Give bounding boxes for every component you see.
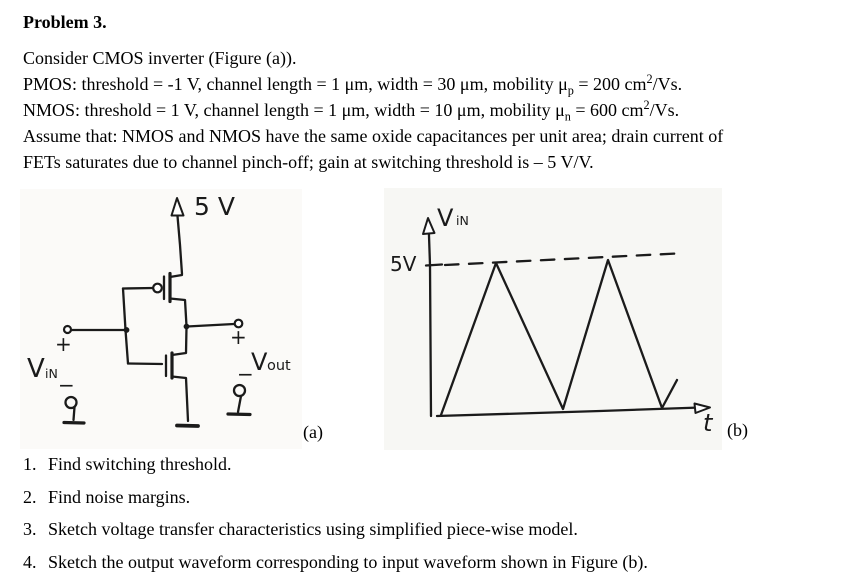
output-wire: [185, 322, 236, 328]
task-item-2: 2. Find noise margins.: [23, 487, 648, 508]
vin-ground-tail: [72, 405, 76, 422]
vout-minus-sign: −: [237, 362, 254, 386]
vout-label: V: [251, 348, 268, 376]
intro-paragraph: Consider CMOS inverter (Figure (a)). PMO…: [23, 45, 723, 175]
task-number: 4.: [23, 551, 37, 572]
y-axis-label-sub: iN: [456, 213, 469, 228]
vin-ground-bar: [62, 420, 86, 425]
intro-line-1: Consider CMOS inverter (Figure (a)).: [23, 48, 297, 68]
x-axis: [435, 406, 702, 418]
vout-label-sub: out: [267, 358, 291, 374]
supply-arrowhead-icon: [170, 197, 185, 217]
output-terminal: [233, 318, 244, 329]
figure-b-scan-area: [384, 188, 722, 450]
vin-label-sub: iN: [45, 366, 58, 381]
vout-plus-sign: +: [230, 325, 247, 349]
x-axis-arrowhead-icon: [693, 402, 711, 414]
gate-bus-wire: [121, 287, 130, 365]
vout-ground-bar: [226, 412, 252, 417]
vout-ground-symbol: [232, 383, 247, 398]
pmos-gate-wire: [121, 286, 155, 290]
intro-line-3: NMOS: threshold = 1 V, channel length = …: [23, 98, 680, 124]
vin-minus-sign: −: [58, 373, 75, 397]
vout-ground-tail: [236, 394, 243, 414]
nmos-ground-bar: [175, 423, 200, 428]
y-axis-arrowhead-icon: [422, 217, 436, 235]
task-item-4: 4. Sketch the output waveform correspondi…: [23, 552, 648, 573]
supply-wire: [176, 214, 184, 276]
level-5v-dashed-line: [443, 252, 679, 267]
pmos-source-wire: [168, 297, 188, 328]
task-text: Sketch the output waveform corresponding…: [48, 551, 648, 572]
pmos-gate-bubble-icon: [152, 282, 163, 294]
intro-line-4: Assume that: NMOS and NMOS have the same…: [23, 126, 724, 146]
task-text: Sketch voltage transfer characteristics …: [48, 519, 578, 539]
vin-plus-sign: +: [55, 332, 72, 356]
page-title: Problem 3.: [23, 12, 107, 32]
y-axis: [427, 219, 433, 418]
task-number: 3.: [23, 519, 37, 539]
task-item-3: 3. Sketch voltage transfer characteristic…: [23, 519, 648, 540]
x-axis-label: t: [703, 409, 714, 437]
task-text: Find switching threshold.: [48, 454, 232, 474]
input-waveform-plot: V iN 5V t: [390, 204, 714, 437]
pmos-drain-wire: [168, 273, 184, 279]
vin-label: V: [27, 354, 45, 384]
cmos-inverter-schematic: 5 V + V iN − + V out −: [27, 192, 291, 428]
nmos-drain-wire: [170, 325, 188, 357]
y-axis-label: V: [437, 204, 454, 232]
nmos-gate-wire: [126, 362, 164, 366]
figure-b-caption: (b): [727, 420, 748, 440]
task-number: 1.: [23, 454, 37, 474]
intro-line-5: FETs saturates due to channel pinch-off;…: [23, 152, 594, 172]
y-axis-5v-tick: [424, 263, 444, 267]
input-terminal: [62, 324, 73, 335]
intro-line-2: PMOS: threshold = -1 V, channel length =…: [23, 72, 683, 98]
nmos-source-wire: [170, 375, 190, 423]
task-text: Find noise margins.: [48, 486, 191, 507]
figure-a-caption: (a): [303, 422, 323, 442]
supply-voltage-label: 5 V: [194, 192, 235, 221]
task-list: 1. Find switching threshold. 2. Find noise…: [23, 454, 648, 573]
triangle-waveform: [439, 258, 679, 417]
vin-ground-symbol: [64, 395, 78, 410]
input-junction-dot: [123, 327, 130, 333]
level-5v-label: 5V: [390, 252, 417, 276]
task-item-1: 1. Find switching threshold.: [23, 454, 648, 475]
task-number: 2.: [23, 486, 37, 507]
